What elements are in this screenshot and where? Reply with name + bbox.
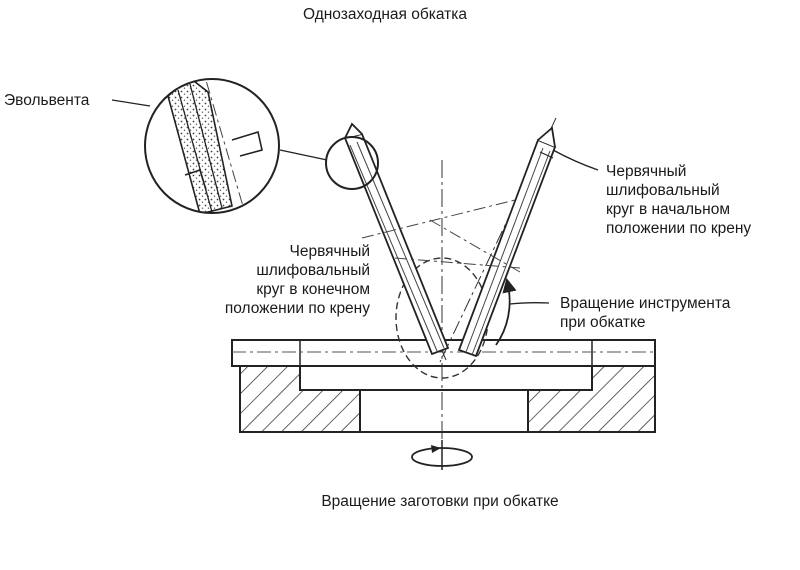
- grinding-wheel-final: [343, 122, 450, 361]
- magnified-view: [144, 78, 280, 214]
- label-wheel-initial-line3: круг в начальном: [606, 201, 730, 218]
- label-workpiece-rotation: Вращение заготовки при обкатке: [321, 493, 559, 510]
- diagram-title: Однозаходная обкатка: [302, 6, 467, 23]
- label-wheel-final-line3: круг в конечном: [256, 281, 370, 298]
- label-wheel-initial: Червячный шлифовальный круг в начальном …: [606, 162, 751, 238]
- detail-circle: [325, 136, 379, 190]
- leader-involute: [111, 99, 151, 107]
- label-wheel-initial-line1: Червячный: [606, 163, 687, 180]
- label-tool-rotation-line2: при обкатке: [560, 314, 646, 331]
- tool-rotation-arrow: [495, 277, 517, 346]
- workpiece-rotation-arrow: [411, 440, 473, 470]
- table-base-right: [527, 365, 656, 433]
- label-tool-rotation: Вращение инструмента при обкатке: [560, 294, 730, 332]
- table-center-body: [359, 389, 529, 433]
- label-tool-rotation-line1: Вращение инструмента: [560, 295, 731, 312]
- grinding-wheel-initial: [439, 117, 557, 363]
- leader-initial: [552, 149, 599, 171]
- leader-tool-rotation: [509, 302, 550, 305]
- label-wheel-initial-line2: шлифовальный: [606, 182, 720, 199]
- label-involute: Эвольвента: [4, 92, 90, 109]
- label-wheel-initial-line4: положении по крену: [606, 220, 752, 237]
- label-wheel-final-line4: положении по крену: [224, 300, 370, 317]
- label-wheel-final-line1: Червячный: [289, 243, 370, 260]
- label-wheel-final-line2: шлифовальный: [256, 262, 370, 279]
- label-wheel-final: Червячный шлифовальный круг в конечном п…: [180, 242, 370, 318]
- workpiece-table: [231, 339, 656, 433]
